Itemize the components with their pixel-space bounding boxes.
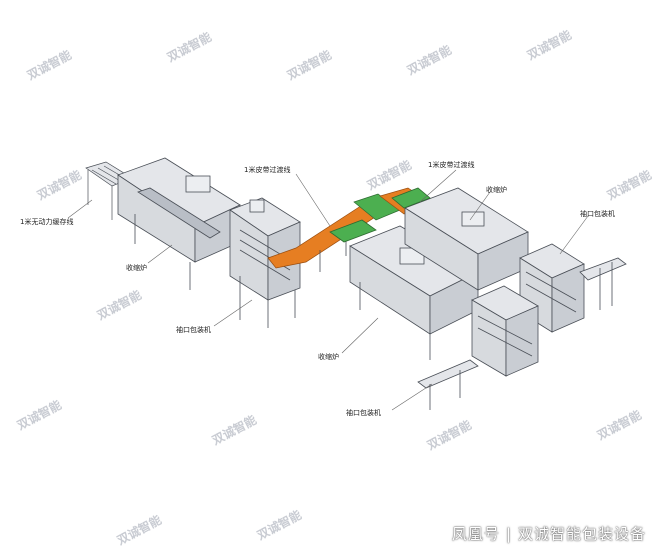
label-shrink-top-right: 收缩炉 bbox=[486, 185, 507, 194]
watermark-text: 双诚智能 bbox=[524, 27, 573, 63]
callout-leaders bbox=[67, 169, 589, 411]
shrink-tunnel-middle bbox=[329, 219, 479, 360]
shrink-tunnel-left bbox=[117, 157, 241, 290]
label-belt-right: 1米皮带过渡线 bbox=[428, 160, 474, 169]
watermark-text: 双诚智能 bbox=[284, 47, 333, 83]
sleeve-wrapper-left bbox=[229, 197, 301, 328]
watermark-text: 双诚智能 bbox=[24, 47, 73, 83]
watermark-text: 双诚智能 bbox=[364, 157, 413, 193]
label-belt-left: 1米皮带过渡线 bbox=[244, 165, 290, 174]
footer-source: 凤凰号 bbox=[451, 525, 500, 543]
label-sleeve-bottom: 袖口包装机 bbox=[346, 408, 381, 417]
watermark-text: 双诚智能 bbox=[209, 412, 258, 448]
footer-caption: 凤凰号 | 双诚智能包装设备 bbox=[452, 523, 646, 544]
callout-labels: 1米无动力缓存线 1米皮带过渡线 1米皮带过渡线 收缩炉 收缩炉 袖口包装机 收… bbox=[20, 160, 615, 417]
sleeve-wrapper-bottom bbox=[417, 285, 539, 410]
watermark-text: 双诚智能 bbox=[14, 397, 63, 433]
footer-separator: | bbox=[505, 525, 512, 543]
watermark-text: 双诚智能 bbox=[34, 167, 83, 203]
label-sleeve-right: 袖口包装机 bbox=[580, 209, 615, 218]
shrink-tunnel-right bbox=[391, 187, 529, 291]
label-sleeve-left: 袖口包装机 bbox=[176, 325, 211, 334]
label-shrink-left: 收缩炉 bbox=[126, 263, 147, 272]
watermark-text: 双诚智能 bbox=[114, 512, 163, 548]
label-buffer-line: 1米无动力缓存线 bbox=[20, 217, 73, 226]
watermark-text: 双诚智能 bbox=[254, 507, 303, 543]
watermark-text: 双诚智能 bbox=[94, 287, 143, 323]
footer-brand: 双诚智能包装设备 bbox=[517, 525, 646, 543]
watermark-text: 双诚智能 bbox=[404, 42, 453, 78]
watermark-text: 双诚智能 bbox=[604, 167, 653, 203]
watermark-text: 双诚智能 bbox=[164, 29, 213, 65]
watermark-text: 双诚智能 bbox=[594, 407, 643, 443]
watermark-text: 双诚智能 bbox=[424, 417, 473, 453]
label-shrink-middle: 收缩炉 bbox=[318, 352, 339, 361]
